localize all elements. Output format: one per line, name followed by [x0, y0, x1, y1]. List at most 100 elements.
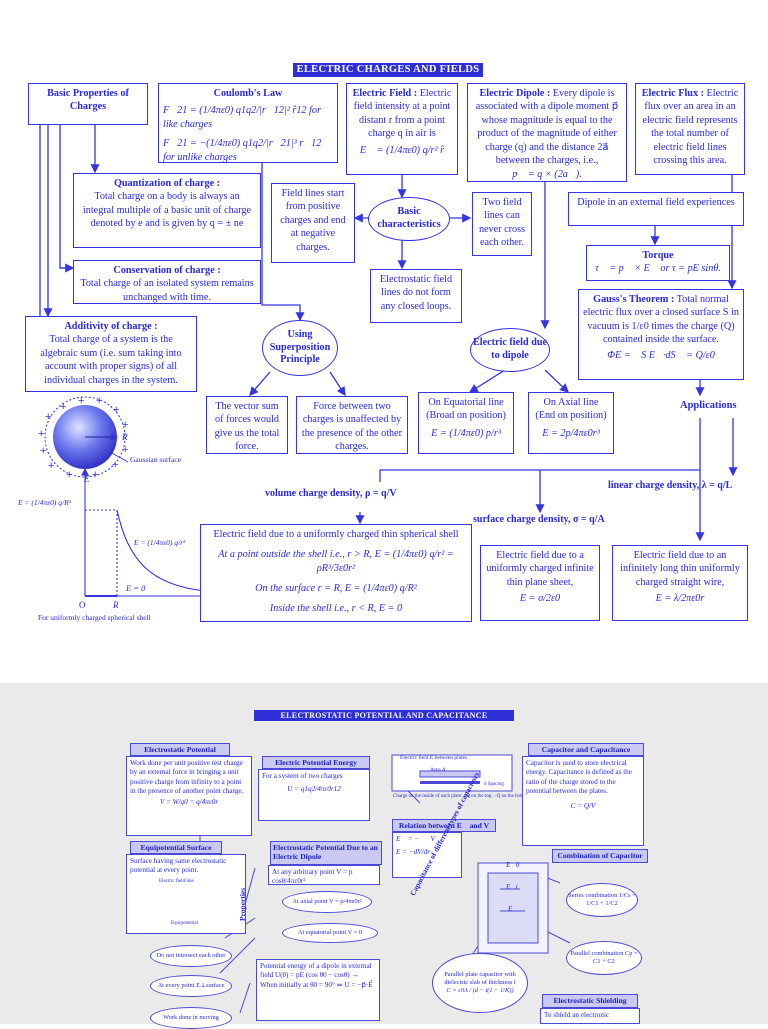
flux-title: Electric Flux :: [641, 88, 704, 99]
epe-text: For a system of two charges: [262, 772, 343, 780]
connector-lines: +++ +++ +++ +++ +: [38, 125, 738, 597]
potential-box: Work done per unit positive test charge …: [126, 756, 252, 836]
field-due-to-dipole-oval: Electric field due to dipole: [470, 328, 550, 372]
property-no-intersect: Do not intersect each other: [150, 945, 232, 967]
quantization-box: Quantization of charge : Total charge on…: [73, 173, 261, 248]
volume-charge-density: volume charge density, ρ = q/V: [265, 488, 397, 499]
additivity-text: Total charge of a system is the algebrai…: [40, 334, 182, 386]
shell-inside: Inside the shell i.e., r < R, E = 0: [269, 602, 403, 614]
dipole-energy-box: Potential energy of a dipole in external…: [256, 959, 380, 1021]
potential-and-capacitance-panel: ELECTROSTATIC POTENTIAL AND CAPACITANCE: [0, 683, 768, 1029]
wire-text: Electric field due to an infinitely long…: [620, 550, 740, 588]
dipole-axial-oval: At axial point V = p/4πε0r²: [282, 891, 372, 913]
spherical-shell-box: Electric field due to a uniformly charge…: [200, 524, 472, 622]
potential-text: Work done per unit positive test charge …: [130, 759, 244, 796]
dipole-equatorial-oval: At equatorial point V = 0: [282, 923, 378, 943]
pp-text: Parallel plate capacitor with dielectric…: [444, 971, 516, 987]
coulomb-title: Coulomb's Law: [213, 88, 283, 99]
conservation-title: Conservation of charge :: [113, 265, 221, 276]
pp-formula: C = ε0A / (d − t(1 − 1/K)): [446, 986, 514, 994]
svg-text:+: +: [78, 395, 84, 407]
quantization-title: Quantization of charge :: [113, 178, 221, 189]
svg-text:+: +: [60, 401, 66, 413]
equipotential-tag: Equipotential Surface: [130, 841, 222, 854]
dipole-arb-box: At any arbitrary point V = p cosθ/4πε0r²: [268, 865, 380, 885]
capacitor-box: Capacitor is used to store electrical en…: [522, 756, 644, 846]
equipotential-box: Surface having same electrostatic potent…: [126, 854, 246, 934]
electric-flux-box: Electric Flux : Electric flux over an ar…: [635, 83, 745, 175]
svg-text:+: +: [112, 459, 118, 471]
equipotential-label: Equipotential: [171, 921, 198, 926]
field-e0: E⃗0: [506, 861, 520, 869]
equipotential-text: Surface having same electrostatic potent…: [130, 857, 227, 875]
epe-tag: Electric Potential Energy: [262, 756, 370, 769]
svg-text:+: +: [66, 469, 72, 481]
flux-text: Electric flux over an area in an electri…: [642, 88, 739, 167]
force-unaffected-box: Force between two charges is unaffected …: [296, 396, 408, 454]
area-label: Area A: [430, 767, 446, 773]
relation-f2: E = −dV/dr: [396, 848, 431, 857]
electric-field-box: Electric Field : Electric field intensit…: [346, 83, 458, 175]
series-oval: Series combination 1/Cs = 1/C1 + 1/C2: [566, 883, 638, 917]
graph-outside-field: E = (1/4πε0) q/r²: [134, 538, 186, 547]
svg-text:+: +: [122, 419, 128, 431]
shielding-tag: Electrostatic Shielding: [542, 994, 638, 1008]
sphere-radius-label: R: [122, 432, 128, 442]
parallel-oval: Parallel combination Cp = C1 + C2: [566, 941, 642, 975]
coulomb-like-formula: F⃗21 = (1/4πε0) q1q2/|r⃗12|² r̂12 for li…: [163, 105, 321, 130]
shell-title: Electric field due to a uniformly charge…: [213, 529, 459, 540]
shell-outside: At a point outside the shell i.e., r > R…: [218, 549, 454, 574]
property-perpendicular: At every point E⊥surface: [150, 975, 232, 997]
torque-title: Torque: [642, 250, 674, 261]
basic-properties-box: Basic Properties of Charges: [28, 83, 148, 125]
charge-caption: Charge on the inside of each plate: +Q o…: [393, 794, 530, 799]
basic-characteristics-oval: Basic characteristics: [368, 197, 450, 241]
relation-box: E⃗ = −∇⃗V E = −dV/dr: [392, 832, 462, 878]
graph-origin: O: [79, 600, 86, 610]
gauss-box: Gauss's Theorem : Total normal electric …: [578, 289, 744, 380]
field-lines-start-box: Field lines start from positive charges …: [271, 183, 355, 263]
chapter-banner: ELECTRIC CHARGES AND FIELDS: [293, 63, 483, 77]
connector-lines-2: [139, 754, 571, 1014]
additivity-title: Additivity of charge :: [64, 321, 158, 332]
svg-text:+: +: [113, 404, 119, 416]
surface-charge-density: surface charge density, σ = q/A: [473, 514, 605, 525]
equatorial-box: On Equatorial line (Broad on position) E…: [418, 392, 514, 454]
dipole-potential-tag: Electrostatic Potential Due to an Electr…: [270, 841, 382, 865]
svg-text:+: +: [40, 445, 46, 457]
gauss-formula: ΦE = ∮S E⃗·dS⃗ = Q/ε0: [607, 349, 715, 361]
shell-surface: On the surface r = R, E = (1/4πε0) q/R²: [255, 583, 417, 595]
coulombs-law-box: Coulomb's Law F⃗21 = (1/4πε0) q1q2/|r⃗12…: [158, 83, 338, 163]
axial-box: On Axial line (End on position) E = 2p/4…: [528, 392, 614, 454]
electric-dipole-box: Electric Dipole : Every dipole is associ…: [467, 83, 627, 182]
equatorial-label: On Equatorial line (Broad on position): [426, 397, 506, 422]
relation-tag: Relation between E⃗ and V: [392, 819, 496, 832]
epe-box: For a system of two charges U = q1q2/4πε…: [258, 769, 370, 821]
svg-text:+: +: [38, 428, 44, 440]
potential-tag: Electrostatic Potential: [130, 743, 230, 756]
plane-sheet-box: Electric field due to a uniformly charge…: [480, 545, 600, 621]
two-lines-box: Two field lines can never cross each oth…: [472, 192, 532, 256]
graph-r-label: R: [113, 600, 119, 610]
coulomb-unlike-formula: F⃗21 = −(1/4πε0) q1q2/|r⃗21|³ r⃗12 for u…: [163, 138, 322, 163]
gauss-text: Total normal electric flux over a closed…: [583, 294, 739, 346]
graph-zero-field: E = 0: [126, 583, 146, 593]
capacitor-formula: C = Q/V: [570, 802, 596, 811]
field-e: E⃗: [508, 905, 518, 913]
wire-formula: E = λ/2πε0r: [655, 593, 705, 605]
capacitor-tag: Capacitor and Capacitance: [528, 743, 644, 756]
applications-label: Applications: [680, 400, 737, 411]
potential-formula: V = W/q0 = q/4πε0r: [159, 798, 219, 807]
axial-label: On Axial line (End on position): [535, 397, 607, 422]
conservation-box: Conservation of charge : Total charge of…: [73, 260, 261, 304]
gaussian-surface-label: Gaussian surface: [130, 455, 182, 464]
superposition-oval: Using Superposition Principle: [262, 320, 338, 376]
conservation-text: Total charge of an isolated system remai…: [80, 278, 254, 303]
linear-charge-density: linear charge density, λ = q/L: [608, 480, 733, 491]
dipole-external-box: Dipole in an external field experiences: [568, 192, 744, 226]
svg-text:+: +: [122, 444, 128, 456]
torque-formula: τ⃗ = p⃗ × E⃗ or τ = pE sinθ.: [595, 263, 721, 275]
axial-formula: E = 2p/4πε0r³: [542, 427, 600, 439]
svg-text:+: +: [96, 395, 102, 407]
epe-formula: U = q1q2/4πε0r12: [287, 785, 341, 794]
